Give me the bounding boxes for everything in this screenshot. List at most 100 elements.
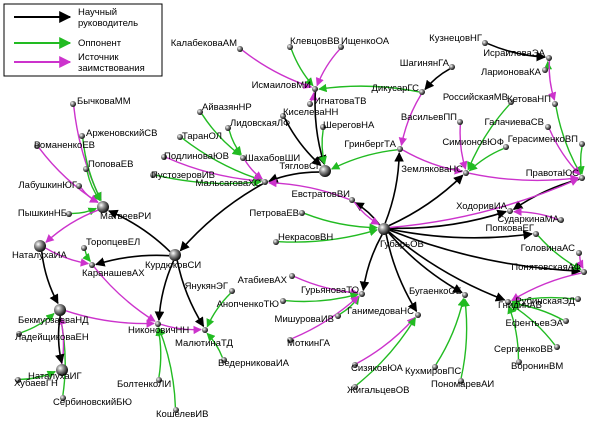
node-label: ГубарьОВ [380, 239, 424, 250]
graph-node[interactable]: КошелевИВ [156, 407, 208, 420]
edge-advisor [154, 260, 175, 322]
edge-source [268, 178, 350, 201]
graph-node[interactable]: НиконовичНН [128, 321, 189, 336]
graph-node[interactable]: ШереговНА [320, 120, 375, 131]
graph-node[interactable]: ХубаевГН [14, 377, 58, 389]
graph-node[interactable]: ПравотаЮС [526, 168, 585, 181]
graph-node[interactable]: СергиенкоВВ [494, 344, 560, 355]
graph-node[interactable]: ВедерниковаИА [218, 357, 290, 369]
node-label: ШахабовШИ [245, 153, 300, 164]
graph-node[interactable]: РубинскаяЭД [515, 296, 581, 307]
graph-node[interactable]: АрженовскийСВ [79, 128, 157, 139]
graph-node[interactable]: ЯнукянЭГ [185, 281, 235, 294]
graph-node[interactable]: МальсаговаХС [196, 178, 268, 189]
graph-node[interactable]: ГнидинАВ [498, 299, 542, 311]
graph-node[interactable]: ТягловСГ [279, 161, 331, 177]
node-sphere [97, 201, 109, 213]
edge-advisor [388, 231, 506, 302]
graph-node[interactable]: ЛабушкинЮГ [18, 180, 82, 191]
node-sphere [312, 86, 318, 92]
graph-node[interactable]: ЖигальцевОВ [347, 384, 410, 396]
graph-node[interactable]: ПустозеровИВ [150, 170, 215, 181]
graph-node[interactable]: ВоронинВМ [511, 359, 563, 372]
graph-node[interactable]: ИгнатоваТВ [307, 96, 367, 107]
graph-node[interactable]: ПонятовскаяАФ [511, 262, 587, 275]
graph-node[interactable]: ЛидовскаяЛФ [225, 118, 290, 131]
node-sphere [558, 217, 564, 223]
graph-node[interactable]: КлевцовВВ [287, 36, 340, 50]
graph-node[interactable]: ИсмаиловМИ [252, 80, 318, 92]
graph-node[interactable]: ЛарионоваКА [481, 67, 548, 78]
node-sphere [177, 134, 183, 140]
graph-node[interactable]: ПопковаЕГ [485, 223, 539, 237]
graph-node[interactable]: АтабиевАХ [238, 273, 295, 286]
graph-node[interactable]: МалютинаТД [175, 327, 233, 349]
graph-node[interactable]: АнопченкоТЮ [217, 298, 286, 310]
graph-node[interactable]: МатвеевРИ [97, 201, 151, 222]
node-sphere [533, 231, 539, 237]
graph-node[interactable]: ЗемляковаНС [401, 164, 469, 176]
graph-node[interactable]: КаранашевАХ [82, 262, 145, 279]
graph-node[interactable]: КетоваНП [507, 94, 558, 107]
graph-node[interactable]: КиселеваНН [280, 107, 338, 119]
graph-node[interactable]: НекрасовВН [273, 232, 333, 245]
graph-node[interactable]: СизяковЮА [351, 362, 404, 374]
edge-advisor [354, 201, 381, 226]
edge-source [292, 295, 360, 340]
graph-node[interactable]: ШагинянГА [400, 58, 455, 70]
graph-node[interactable]: ШахабовШИ [240, 153, 300, 164]
graph-node[interactable]: ДикусарГС [371, 83, 425, 95]
graph-node[interactable]: КухмировПС [405, 364, 461, 377]
graph-node[interactable]: РоссийскаяМВ [443, 92, 514, 105]
graph-node[interactable]: ХодоривИА [456, 201, 513, 214]
graph-node[interactable]: ВасильевПП [401, 112, 463, 125]
graph-node[interactable]: БолтенкоЛИ [117, 377, 171, 390]
graph-node[interactable]: ТаранОЛ [177, 131, 222, 142]
graph-node[interactable]: КузнецовНГ [429, 33, 488, 46]
graph-node[interactable]: ГубарьОВ [378, 223, 424, 250]
graph-node[interactable]: ТоропцевЕЛ [81, 237, 140, 251]
graph-node[interactable]: ПетроваЕВ [249, 208, 305, 219]
node-sphere [307, 101, 313, 107]
edge-source [45, 247, 90, 267]
node-label: НаталухаИА [12, 250, 68, 261]
graph-node[interactable]: МишуроваИВ [275, 313, 341, 325]
graph-node[interactable]: БычковаММ [70, 96, 131, 107]
graph-node[interactable]: ИсраиловаЭА [483, 48, 552, 61]
graph-node[interactable]: ГанимедоваНС [347, 306, 421, 318]
graph-node[interactable]: ЕвстратовВИ [292, 189, 355, 203]
graph-node[interactable]: РоманенкоЕВ [34, 140, 95, 151]
graph-node[interactable]: БекмурзаеваНД [18, 304, 89, 326]
node-sphere [81, 245, 87, 251]
graph-node[interactable]: НаталухаИГ [28, 364, 82, 382]
graph-node[interactable]: АйвазянНР [197, 102, 252, 115]
graph-node[interactable]: ПодлиноваЮВ [161, 151, 229, 162]
graph-node[interactable]: ГурьяноваТО [301, 285, 365, 297]
graph-node[interactable]: ГалачиеваСВ [485, 117, 551, 130]
node-sphere [338, 44, 344, 50]
graph-node[interactable]: КурдюковСИ [145, 249, 201, 271]
graph-node[interactable]: ИщенкоОА [338, 36, 390, 50]
edge-source [38, 147, 99, 203]
graph-node[interactable]: МоткинГА [287, 337, 331, 349]
node-label: РубинскаяЭД [515, 296, 575, 307]
graph-node[interactable]: ГоловинаАС [521, 243, 582, 256]
graph-node[interactable]: ЛадейщиковаЕН [15, 331, 89, 343]
graph-node[interactable]: ПономаревАИ [431, 378, 494, 390]
node-label: КухмировПС [405, 366, 461, 377]
graph-node[interactable]: ПышкинНБ [18, 208, 72, 219]
graph-node[interactable]: СимионовЮФ [442, 137, 509, 150]
graph-node[interactable]: КалабековаАМ [171, 38, 243, 52]
graph-node[interactable]: ПоповаЕВ [83, 159, 133, 172]
graph-node[interactable]: НаталухаИА [12, 240, 68, 261]
graph-node[interactable]: ГринбергТА [344, 139, 403, 152]
edge-opponent [507, 305, 520, 360]
graph-node[interactable]: СударкинаМА [497, 214, 564, 225]
node-label: НиконовичНН [128, 325, 189, 336]
graph-node[interactable]: СербиновскийБЮ [53, 395, 132, 408]
graph-node[interactable]: ЕфентьевЭА [506, 318, 569, 329]
graph-node[interactable]: БугаенкоОБ [409, 286, 468, 298]
graph-node[interactable]: ГерасименкоВП [508, 134, 585, 147]
